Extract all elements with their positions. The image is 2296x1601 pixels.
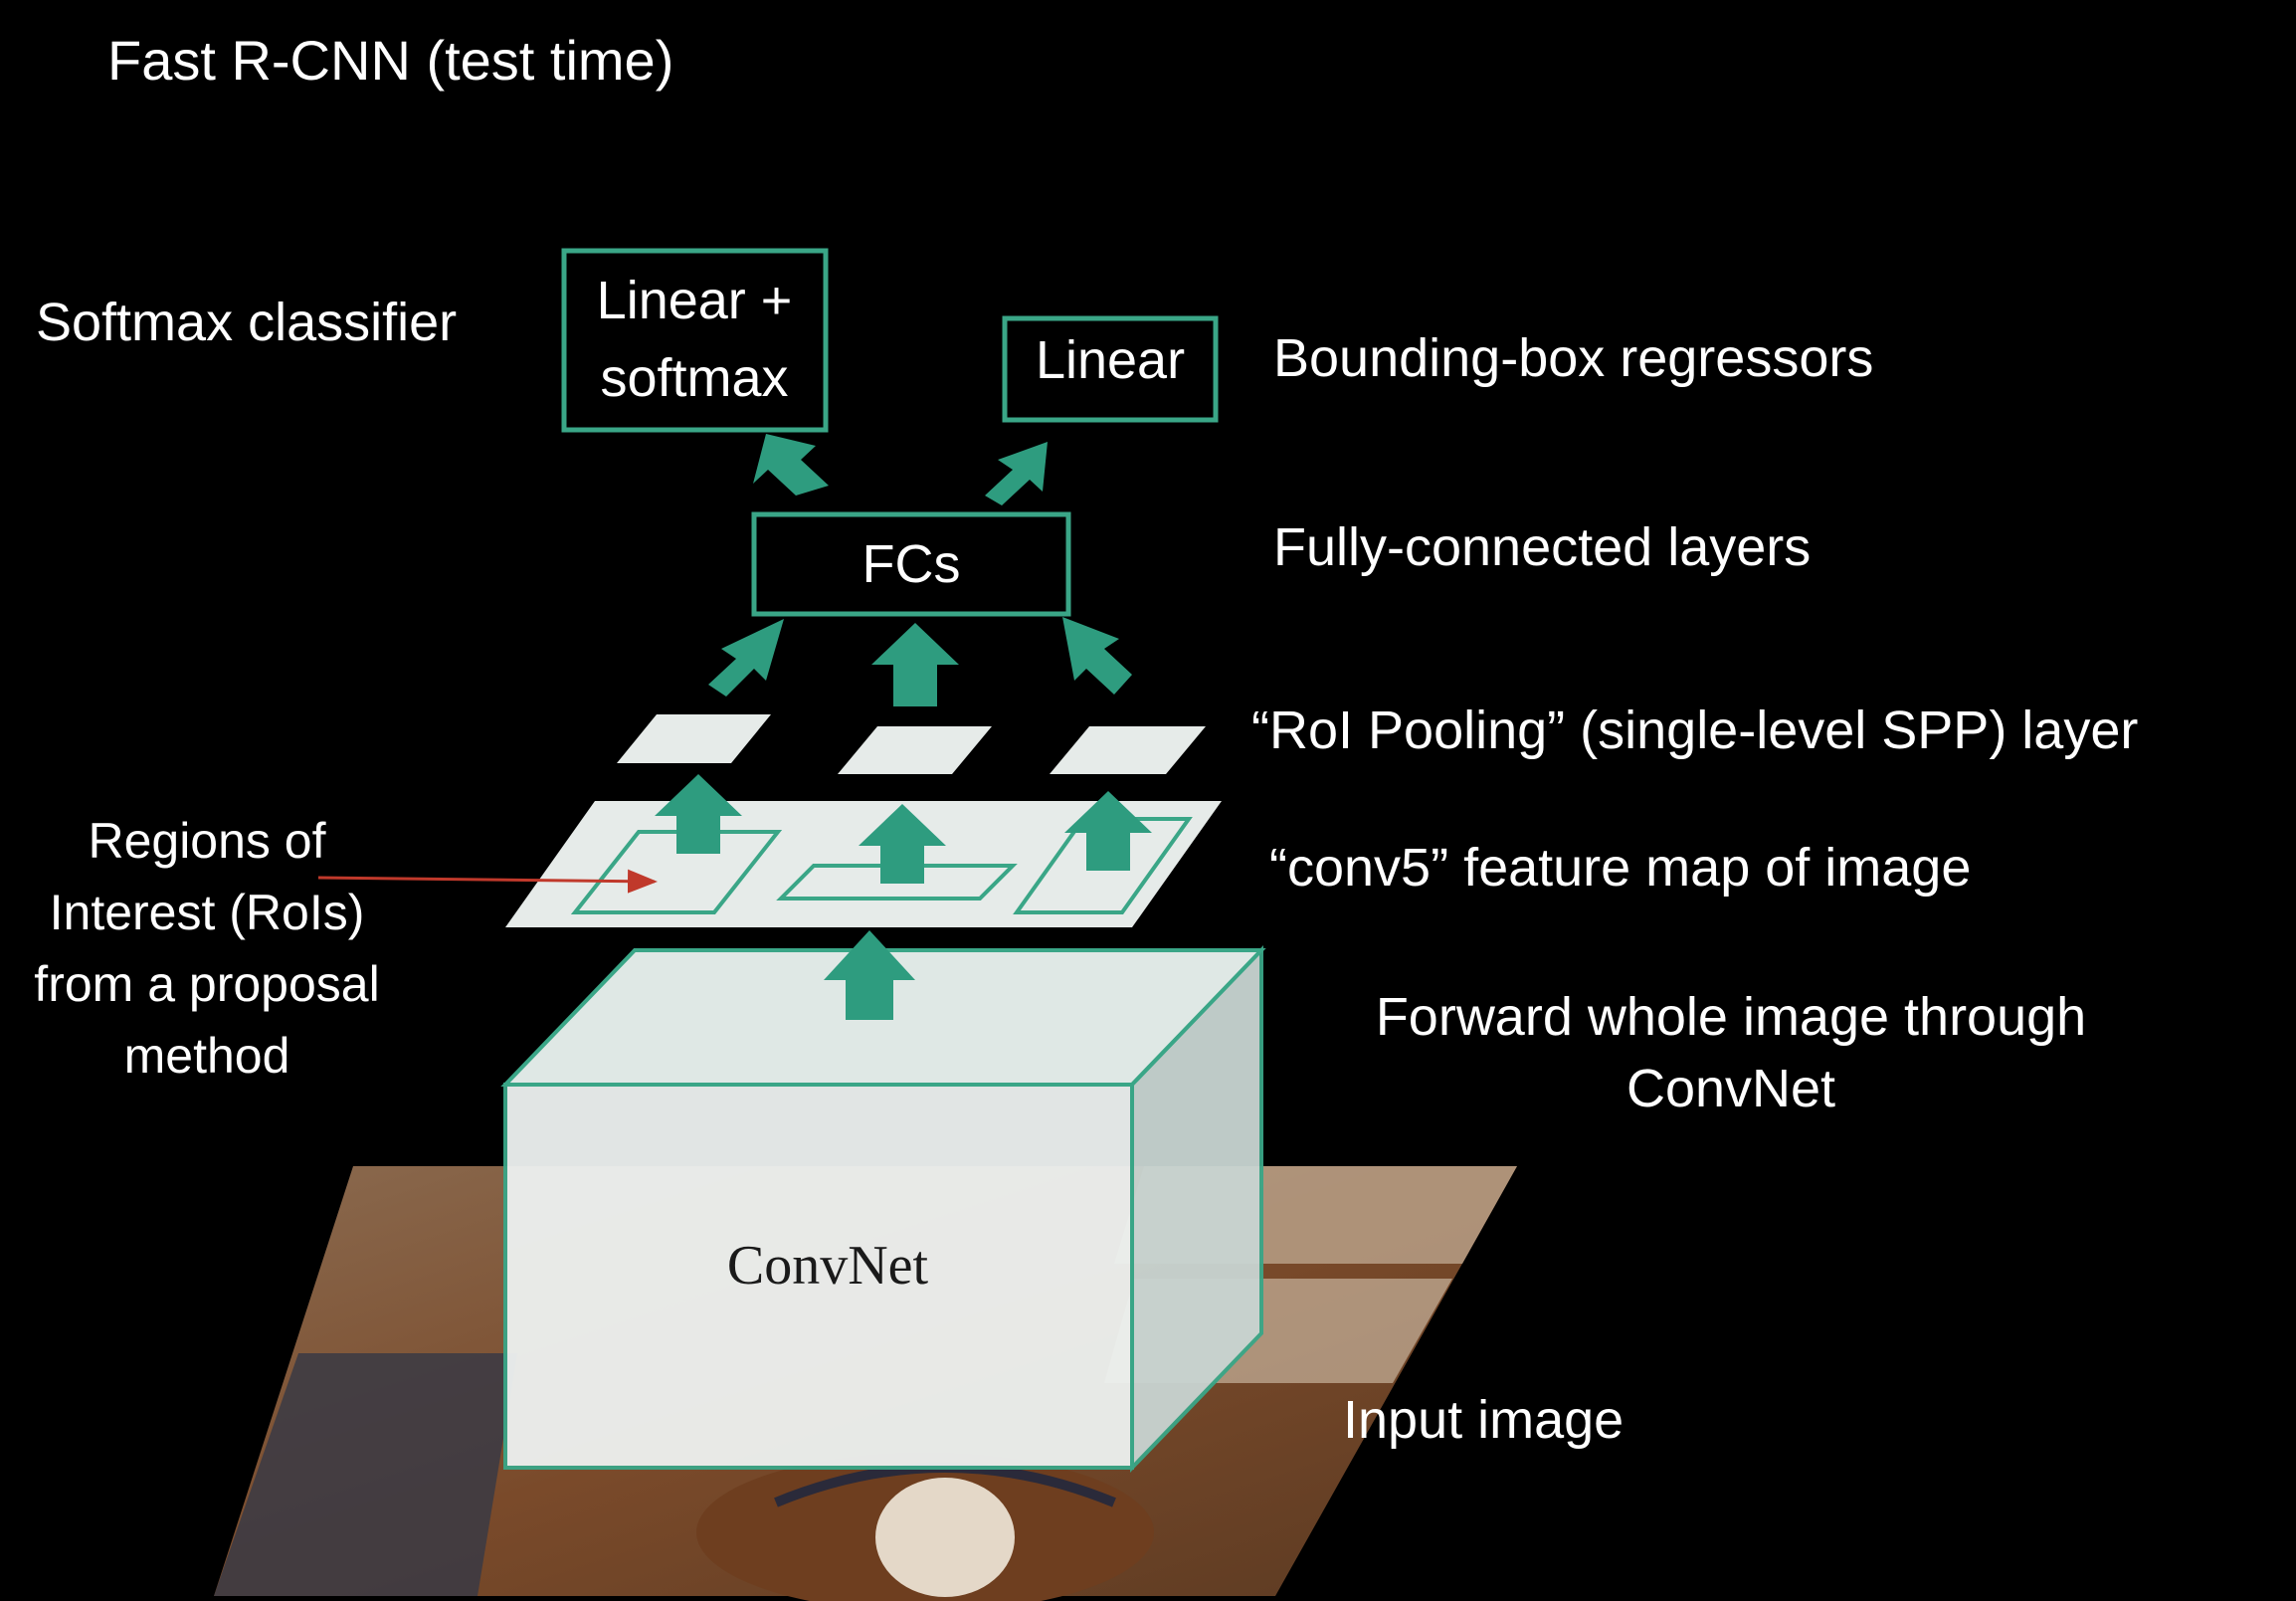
fcs-box: [751, 511, 1071, 617]
roi-outline-left: [570, 830, 783, 914]
arrow-roi-left-up: [655, 774, 742, 854]
roi-outline-center: [776, 864, 1018, 901]
conv5-label: “conv5” feature map of image: [1269, 838, 1971, 898]
softmax-classifier-label: Softmax classifier: [36, 293, 457, 352]
roi-pooling-label: “RoI Pooling” (single-level SPP) layer: [1251, 700, 2138, 760]
forward-label-line1: Forward whole image through: [1376, 987, 2086, 1047]
arrow-pool-center-to-fcs: [871, 623, 959, 706]
roi-pool-output-left: [617, 714, 771, 763]
roi-pool-output-center: [838, 726, 992, 774]
roi-pool-output-right: [1050, 726, 1206, 774]
arrow-pool-left-to-fcs: [708, 619, 784, 697]
arrow-fcs-to-linear: [985, 442, 1048, 505]
arrow-convnet-to-conv5: [824, 930, 915, 1020]
arrow-roi-center-up: [859, 804, 946, 884]
input-image-label: Input image: [1343, 1390, 1624, 1450]
fcs-label: FCs: [862, 534, 961, 594]
linear-softmax-label-line1: Linear +: [597, 271, 793, 330]
fully-connected-label: Fully-connected layers: [1273, 517, 1811, 577]
arrow-pool-right-to-fcs: [1062, 617, 1132, 695]
roi-pointer-arrow: [317, 869, 658, 894]
regions-label-line3: from a proposal: [34, 956, 379, 1012]
regions-label-line4: method: [124, 1028, 290, 1084]
convnet-box: [500, 945, 1266, 1473]
arrow-fcs-to-softmax: [753, 434, 829, 496]
arrow-roi-right-up: [1064, 791, 1152, 871]
roi-outline-right: [1013, 817, 1193, 914]
diagram-title: Fast R-CNN (test time): [107, 29, 673, 92]
regions-label-line1: Regions of: [88, 813, 325, 869]
linear-label: Linear: [1036, 330, 1185, 390]
regions-label-line2: Interest (RoIs): [50, 885, 365, 940]
linear-softmax-label-line2: softmax: [600, 348, 788, 408]
linear-box: [1002, 315, 1219, 423]
linear-softmax-box: [561, 248, 829, 433]
bbox-regressors-label: Bounding-box regressors: [1273, 328, 1873, 388]
convnet-label: ConvNet: [727, 1235, 929, 1297]
forward-label-line2: ConvNet: [1626, 1059, 1835, 1118]
